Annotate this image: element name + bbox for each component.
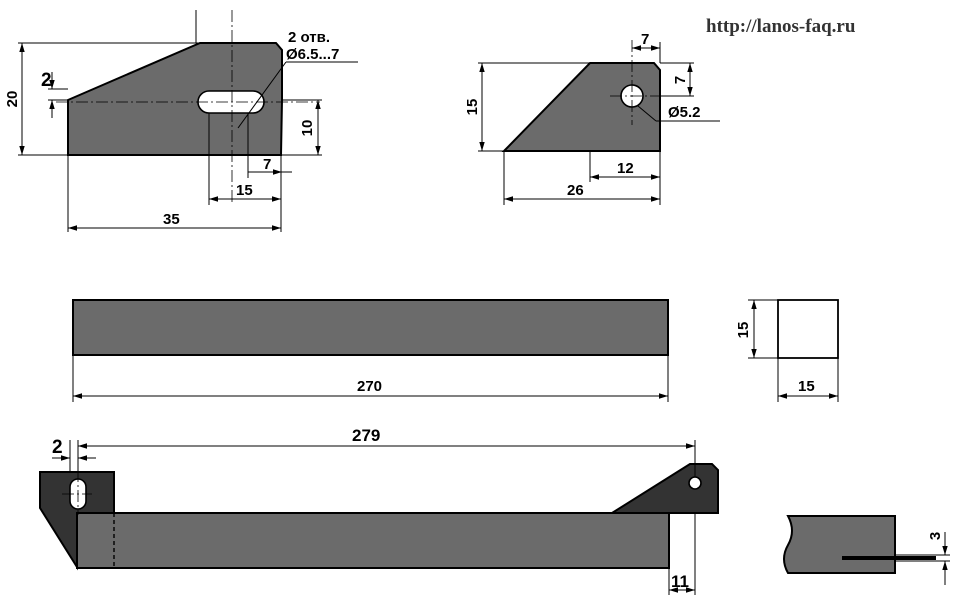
br-dim-top-offset: 7 bbox=[641, 31, 649, 48]
bracket-right-view: 7 7 15 12 26 Ø5.2 bbox=[464, 31, 720, 205]
br-dim-hole-offset: 7 bbox=[672, 76, 689, 84]
bl-hole-diameter: Ø6.5...7 bbox=[286, 46, 339, 63]
watermark-url: http://lanos-faq.ru bbox=[706, 16, 856, 37]
assembly-right-bracket bbox=[608, 463, 719, 514]
bar-section-outline bbox=[777, 299, 839, 359]
assembly-bar bbox=[76, 512, 670, 569]
asm-dim-length: 279 bbox=[352, 426, 380, 445]
bl-hole-count: 2 отв. bbox=[288, 29, 330, 46]
br-dim-inner-width: 12 bbox=[617, 160, 634, 177]
br-dim-length: 26 bbox=[567, 182, 584, 199]
bl-dim-height: 20 bbox=[4, 91, 21, 108]
bl-dim-lower-height: 10 bbox=[299, 120, 316, 137]
asm-dim-offset: 2 bbox=[52, 437, 63, 458]
br-dim-height: 15 bbox=[464, 99, 481, 116]
bracket-left-view: 20 2 10 7 15 35 2 отв. Ø6.5...7 bbox=[4, 10, 358, 232]
bar-section-view: 15 15 bbox=[735, 299, 839, 402]
bar-body bbox=[72, 299, 669, 356]
bracket-left-body bbox=[67, 42, 283, 156]
detail-body bbox=[783, 515, 896, 574]
bar-dim-length: 270 bbox=[357, 378, 382, 395]
bar-view: 270 bbox=[72, 299, 669, 402]
section-dim-height: 15 bbox=[735, 322, 752, 339]
assembly-view: 2 279 11 bbox=[39, 426, 719, 595]
asm-dim-overhang: 11 bbox=[671, 572, 689, 591]
section-dim-width: 15 bbox=[798, 378, 815, 395]
assembly-right-hole bbox=[688, 476, 702, 490]
bl-dim-length: 35 bbox=[163, 211, 180, 228]
bracket-right-body bbox=[501, 62, 661, 152]
bl-dim-hole-offset: 7 bbox=[263, 156, 271, 173]
br-hole-diameter: Ø5.2 bbox=[668, 104, 701, 121]
detail-view: 3 bbox=[783, 515, 950, 585]
detail-dim-thickness: 3 bbox=[927, 532, 944, 540]
bl-dim-step: 2 bbox=[41, 70, 52, 91]
bl-dim-slot-width: 15 bbox=[236, 182, 253, 199]
